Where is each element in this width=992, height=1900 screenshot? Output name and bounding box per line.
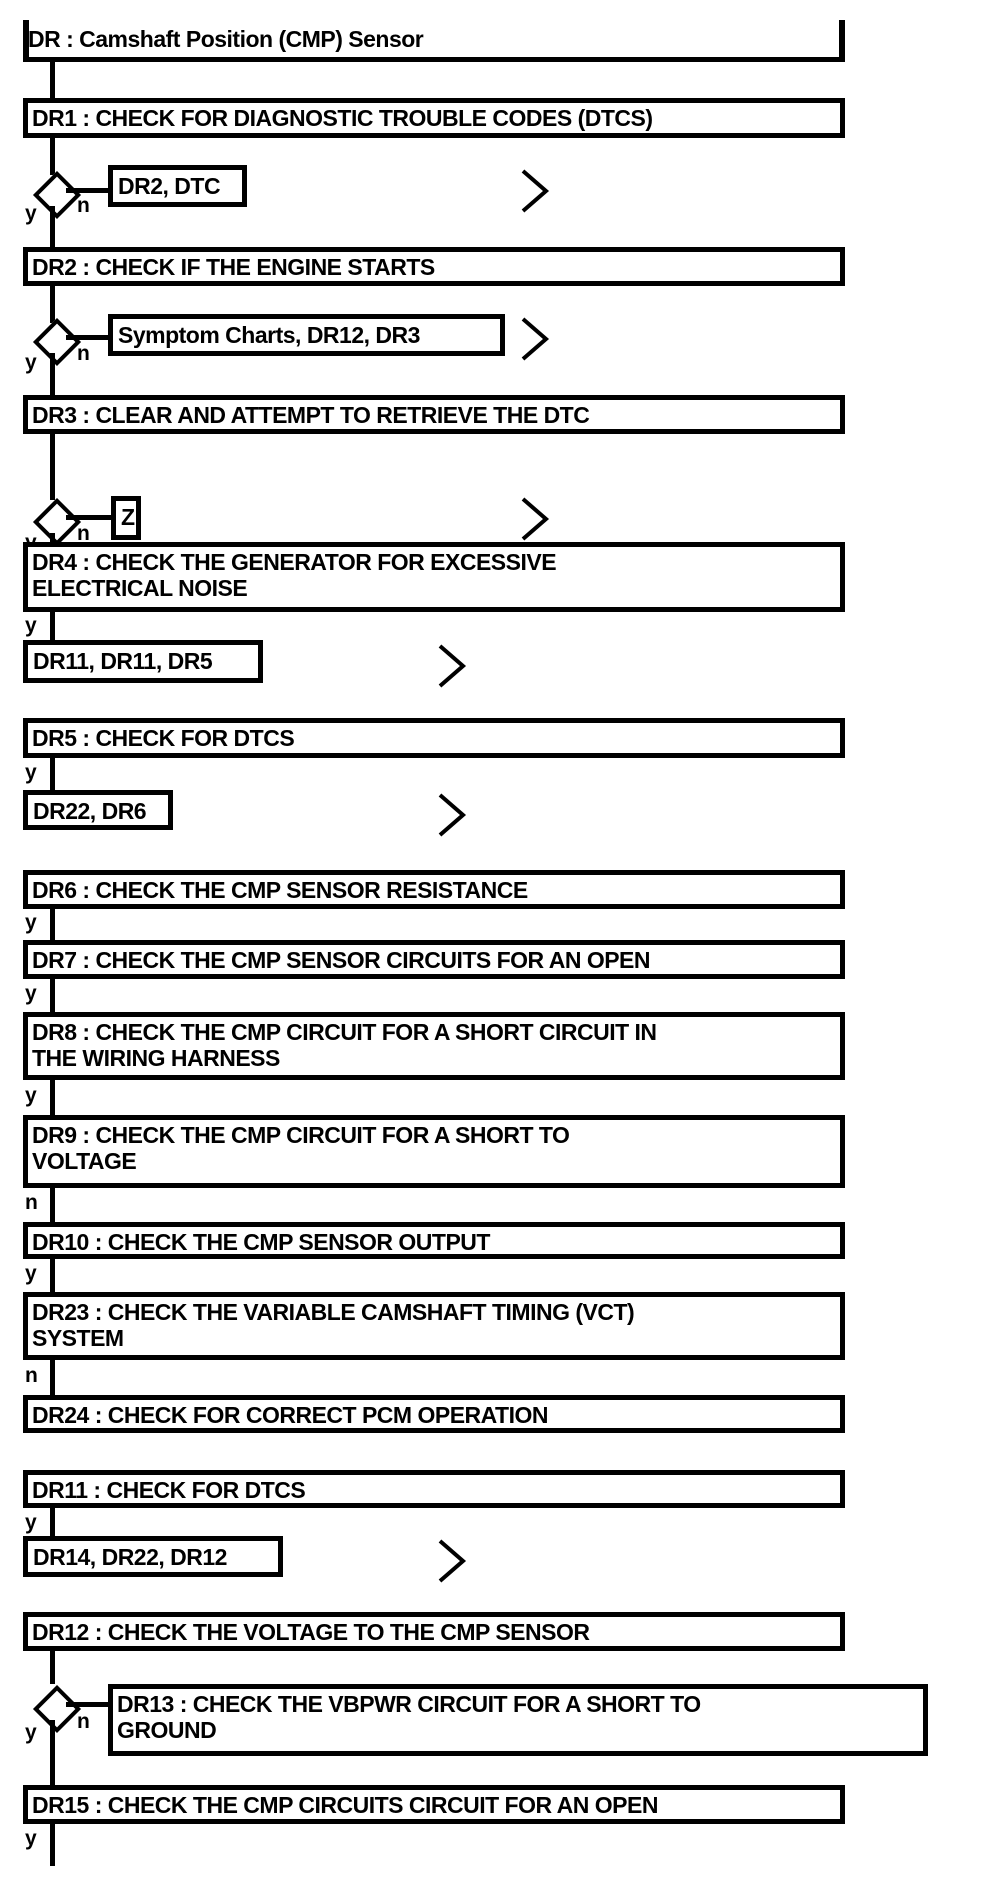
step-dr12: DR12 : CHECK THE VOLTAGE TO THE CMP SENS… (23, 1612, 845, 1651)
connector-line (50, 979, 55, 1012)
page-title: DR : Camshaft Position (CMP) Sensor (28, 26, 424, 52)
continue-chevron-4 (438, 644, 467, 688)
title-underline (23, 57, 845, 62)
connector-line (50, 353, 55, 395)
branch-label-n: n (77, 522, 90, 545)
connector-line (66, 335, 110, 340)
connector-line (50, 434, 55, 500)
connector-line (50, 612, 55, 640)
side-step-dr13: DR13 : CHECK THE VBPWR CIRCUIT FOR A SHO… (108, 1684, 928, 1756)
ref-dr22-dr6: DR22, DR6 (23, 790, 173, 830)
step-dr9: DR9 : CHECK THE CMP CIRCUIT FOR A SHORT … (23, 1115, 845, 1188)
continue-chevron-1 (521, 169, 550, 213)
connector-line (50, 138, 55, 175)
step-dr6: DR6 : CHECK THE CMP SENSOR RESISTANCE (23, 870, 845, 909)
connector-line (50, 1720, 55, 1785)
connector-line (50, 1360, 55, 1395)
connector-line (50, 1188, 55, 1222)
connector-line (66, 515, 111, 520)
connector-line (50, 533, 55, 542)
ref-symptom-charts: Symptom Charts, DR12, DR3 (108, 314, 505, 356)
branch-label-n: n (77, 194, 90, 217)
branch-label-y: y (25, 1084, 37, 1107)
connector-line (50, 1824, 55, 1866)
continue-chevron-5 (438, 793, 467, 837)
step-dr1: DR1 : CHECK FOR DIAGNOSTIC TROUBLE CODES… (23, 98, 845, 138)
step-dr24: DR24 : CHECK FOR CORRECT PCM OPERATION (23, 1395, 845, 1433)
step-dr4: DR4 : CHECK THE GENERATOR FOR EXCESSIVE … (23, 542, 845, 612)
connector-line (50, 758, 55, 790)
branch-label-y: y (25, 614, 37, 637)
connector-line (50, 1259, 55, 1292)
step-dr3: DR3 : CLEAR AND ATTEMPT TO RETRIEVE THE … (23, 395, 845, 434)
step-dr15: DR15 : CHECK THE CMP CIRCUITS CIRCUIT FO… (23, 1785, 845, 1824)
branch-label-y: y (25, 982, 37, 1005)
ref-z: Z (111, 496, 141, 540)
ref-dr11-dr11-dr5: DR11, DR11, DR5 (23, 640, 263, 683)
step-dr11: DR11 : CHECK FOR DTCS (23, 1470, 845, 1508)
branch-label-y: y (25, 351, 37, 374)
branch-label-n: n (25, 1364, 38, 1387)
decision-diamond-4 (32, 1684, 82, 1734)
continue-chevron-2 (521, 317, 550, 361)
connector-line (66, 188, 110, 193)
decision-diamond-1 (32, 170, 82, 220)
step-dr10: DR10 : CHECK THE CMP SENSOR OUTPUT (23, 1222, 845, 1259)
ref-dr14-dr22-dr12: DR14, DR22, DR12 (23, 1536, 283, 1577)
connector-line (50, 1080, 55, 1115)
connector-line (50, 1651, 55, 1684)
connector-line (50, 206, 55, 247)
branch-label-y: y (25, 911, 37, 934)
branch-label-y: y (25, 1511, 37, 1534)
branch-label-y: y (25, 1721, 37, 1744)
branch-label-n: n (77, 342, 90, 365)
connector-line (50, 909, 55, 940)
branch-label-y: y (25, 761, 37, 784)
decision-diamond-2 (32, 317, 82, 367)
step-dr7: DR7 : CHECK THE CMP SENSOR CIRCUITS FOR … (23, 940, 845, 979)
connector-line (50, 286, 55, 323)
connector-line (50, 1508, 55, 1536)
connector-line (66, 1702, 108, 1707)
branch-label-n: n (25, 1191, 38, 1214)
branch-label-y: y (25, 1827, 37, 1850)
title-underline-left-tick (23, 20, 29, 62)
branch-label-y: y (25, 202, 37, 225)
continue-chevron-6 (438, 1539, 467, 1583)
step-dr5: DR5 : CHECK FOR DTCS (23, 718, 845, 758)
branch-label-n: n (77, 1710, 90, 1733)
title-underline-right-tick (839, 20, 845, 62)
continue-chevron-3 (521, 497, 550, 541)
step-dr8: DR8 : CHECK THE CMP CIRCUIT FOR A SHORT … (23, 1012, 845, 1080)
decision-diamond-3 (32, 497, 82, 547)
connector-line (50, 62, 55, 98)
step-dr2: DR2 : CHECK IF THE ENGINE STARTS (23, 247, 845, 286)
ref-dr2-dtc: DR2, DTC (108, 165, 247, 207)
branch-label-y: y (25, 1262, 37, 1285)
step-dr23: DR23 : CHECK THE VARIABLE CAMSHAFT TIMIN… (23, 1292, 845, 1360)
